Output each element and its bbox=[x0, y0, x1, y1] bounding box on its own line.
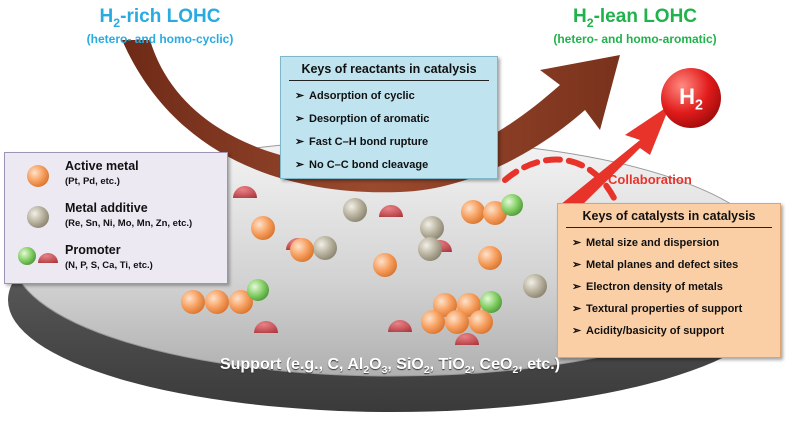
list-item: ➢Metal planes and defect sites bbox=[572, 254, 770, 276]
arrow-bullet-icon: ➢ bbox=[295, 136, 305, 148]
reactants-box-heading: Keys of reactants in catalysis bbox=[289, 57, 489, 81]
active-metal-particle bbox=[461, 200, 485, 224]
list-item: ➢No C–C bond cleavage bbox=[295, 154, 487, 177]
promoter-green-swatch-icon bbox=[18, 247, 36, 265]
list-item: ➢Electron density of metals bbox=[572, 276, 770, 298]
metal-additive-particle bbox=[523, 274, 547, 298]
list-item: ➢Fast C–H bond rupture bbox=[295, 131, 487, 154]
active-metal-particle bbox=[469, 310, 493, 334]
h2-lean-lohc-title: H2-lean LOHC (hetero- and homo-aromatic) bbox=[505, 6, 765, 46]
active-metal-particle bbox=[433, 293, 457, 317]
arrow-bullet-icon: ➢ bbox=[572, 259, 582, 271]
support-label: Support (e.g., C, Al2O3, SiO2, TiO2, CeO… bbox=[219, 356, 561, 377]
active-metal-particle bbox=[290, 238, 314, 262]
list-item: ➢Adsorption of cyclic bbox=[295, 85, 487, 108]
arrow-bullet-icon: ➢ bbox=[572, 281, 582, 293]
active-metal-particle bbox=[229, 290, 253, 314]
active-metal-particle bbox=[483, 201, 507, 225]
promoter-particle bbox=[455, 333, 479, 345]
legend: Active metal (Pt, Pd, etc.) Metal additi… bbox=[4, 152, 228, 284]
metal-additive-particle bbox=[418, 237, 442, 261]
catalysts-list: ➢Metal size and dispersion ➢Metal planes… bbox=[558, 228, 780, 342]
h2-rich-lohc-title: H2-rich LOHC (hetero- and homo-cyclic) bbox=[50, 6, 270, 46]
active-metal-particle bbox=[421, 310, 445, 334]
active-metal-particle bbox=[205, 290, 229, 314]
arrow-bullet-icon: ➢ bbox=[572, 303, 582, 315]
active-metal-particle bbox=[373, 253, 397, 277]
legend-metal-additive: Metal additive (Re, Sn, Ni, Mo, Mn, Zn, … bbox=[65, 201, 193, 229]
promoter-particle bbox=[388, 320, 412, 332]
catalysts-keys-box: Keys of catalysts in catalysis ➢Metal si… bbox=[557, 203, 781, 358]
legend-active-metal: Active metal (Pt, Pd, etc.) bbox=[65, 159, 139, 187]
reactants-list: ➢Adsorption of cyclic ➢Desorption of aro… bbox=[281, 81, 497, 177]
promoter-green-particle bbox=[480, 291, 502, 313]
active-metal-swatch-icon bbox=[27, 165, 49, 187]
arrow-bullet-icon: ➢ bbox=[295, 90, 305, 102]
arrow-bullet-icon: ➢ bbox=[572, 325, 582, 337]
h2-rich-subtitle: (hetero- and homo-cyclic) bbox=[86, 31, 234, 46]
legend-swatches bbox=[18, 165, 58, 265]
promoter-green-particle bbox=[247, 279, 269, 301]
arrow-bullet-icon: ➢ bbox=[295, 159, 305, 171]
reactants-keys-box: Keys of reactants in catalysis ➢Adsorpti… bbox=[280, 56, 498, 179]
collaboration-label: Collaboration bbox=[608, 172, 692, 187]
collaboration-arrow-head bbox=[560, 105, 670, 215]
list-item: ➢Acidity/basicity of support bbox=[572, 320, 770, 342]
active-metal-particle bbox=[251, 216, 275, 240]
promoter-red-swatch-icon bbox=[38, 253, 58, 263]
active-metal-particle bbox=[445, 310, 469, 334]
catalysts-box-heading: Keys of catalysts in catalysis bbox=[566, 204, 772, 228]
metal-additive-particle bbox=[343, 198, 367, 222]
metal-additive-particle bbox=[313, 236, 337, 260]
active-metal-particle bbox=[457, 293, 481, 317]
metal-additive-particle bbox=[420, 216, 444, 240]
list-item: ➢Metal size and dispersion bbox=[572, 232, 770, 254]
list-item: ➢Textural properties of support bbox=[572, 298, 770, 320]
arrow-bullet-icon: ➢ bbox=[572, 237, 582, 249]
h2-lean-subtitle: (hetero- and homo-aromatic) bbox=[553, 31, 717, 46]
promoter-particle bbox=[233, 186, 257, 198]
h2-badge-label: H2 bbox=[679, 84, 703, 114]
list-item: ➢Desorption of aromatic bbox=[295, 108, 487, 131]
h2-badge-icon bbox=[661, 68, 721, 128]
surface-particles bbox=[181, 186, 547, 345]
collaboration-dashed-arrow bbox=[502, 156, 618, 203]
promoter-green-particle bbox=[501, 194, 523, 216]
promoter-particle bbox=[254, 321, 278, 333]
active-metal-particle bbox=[181, 290, 205, 314]
active-metal-particle bbox=[478, 246, 502, 270]
promoter-particle bbox=[379, 205, 403, 217]
legend-promoter: Promoter (N, P, S, Ca, Ti, etc.) bbox=[65, 243, 153, 271]
metal-additive-swatch-icon bbox=[27, 206, 49, 228]
arrow-bullet-icon: ➢ bbox=[295, 113, 305, 125]
